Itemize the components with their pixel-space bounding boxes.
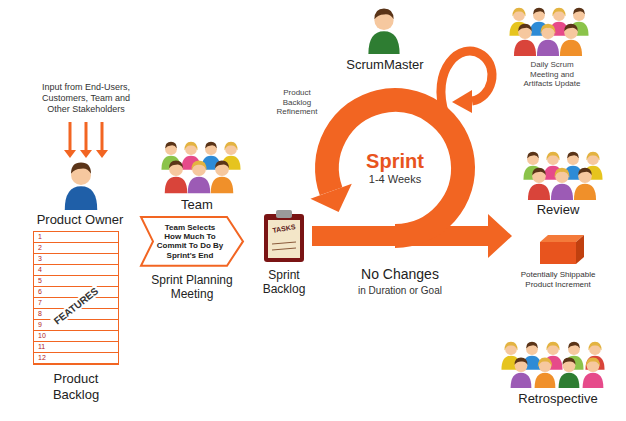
- node-caption: Potentially Shippable Product Increment: [520, 270, 596, 289]
- clip-shape: TASKS: [256, 210, 312, 262]
- review-icons: [523, 152, 602, 200]
- rule-label: No Changes: [330, 266, 470, 283]
- retrospective-icons: [501, 342, 604, 388]
- input-arrow-head: [64, 150, 76, 158]
- row-number: 12: [34, 353, 118, 363]
- ring-center: Sprint1-4 Weeks: [315, 88, 475, 248]
- daily-loop-arrowhead: [452, 90, 472, 113]
- product-owner-icon: [65, 163, 98, 211]
- person-icon: [560, 24, 582, 56]
- box-shape: [512, 232, 604, 264]
- person-icon: [559, 358, 580, 388]
- person-icon: [528, 168, 550, 200]
- shape-body: Team Selects How Much To Commit To Do By…: [140, 216, 244, 267]
- person-icon: [551, 168, 573, 200]
- product-increment: Potentially Shippable Product Increment: [512, 232, 604, 289]
- sprint-duration: 1-4 Weeks: [369, 173, 421, 186]
- clipboard-clip: [276, 210, 292, 218]
- row-number: 5: [34, 276, 118, 286]
- backlog-row: 6: [34, 287, 118, 298]
- person-icon: [165, 160, 188, 193]
- event-label: Retrospective: [500, 391, 616, 407]
- clipboard-board: [264, 214, 304, 262]
- heading-block: Sprint Planning Meeting: [140, 273, 244, 302]
- row-number: 3: [34, 254, 118, 264]
- product-backlog-list: 123456789101112FEATURESProduct Backlog: [33, 231, 119, 402]
- backlog-row: 9: [34, 320, 118, 331]
- node-heading: Sprint Backlog: [256, 268, 312, 297]
- input-arrow-shaft: [69, 122, 72, 150]
- row-number: 11: [34, 342, 118, 352]
- features-label: FEATURES: [50, 284, 102, 328]
- backlog-row: 4: [34, 265, 118, 276]
- input-arrow-shaft: [85, 122, 88, 150]
- person-icon: [188, 160, 211, 193]
- chevron-text: Team Selects How Much To Commit To Do By…: [156, 223, 224, 260]
- role-label: Product Owner: [20, 212, 140, 228]
- node-heading: Sprint Planning Meeting: [140, 273, 244, 302]
- person-icon: [583, 358, 604, 388]
- activity-note: Product Backlog Refinement: [272, 88, 322, 117]
- sprint-cycle: Sprint1-4 Weeks: [315, 88, 475, 248]
- heading-block: Potentially Shippable Product Increment: [512, 270, 604, 289]
- sprint-ring: [327, 100, 463, 236]
- backlog-row: 5: [34, 276, 118, 287]
- event-label: Review: [518, 202, 598, 218]
- person-icon: [574, 168, 596, 200]
- planning-chevron: Team Selects How Much To Commit To Do By…: [140, 216, 244, 302]
- row-number: 9: [34, 320, 118, 330]
- role-label: ScrumMaster: [330, 57, 440, 73]
- activity-note: Daily Scrum Meeting and Artifacts Update: [519, 60, 585, 89]
- sprint-title: Sprint: [366, 150, 424, 173]
- daily-scrum-icons: [509, 8, 588, 56]
- increment-box-front: [540, 242, 576, 264]
- row-number: 10: [34, 331, 118, 341]
- person-icon: [537, 24, 559, 56]
- sprint-backlog-clipboard: TASKS Sprint Backlog: [256, 210, 312, 297]
- input-arrow-head: [96, 150, 108, 158]
- person-icon: [535, 358, 556, 388]
- input-note: Input from End-Users, Customers, Team an…: [36, 82, 136, 114]
- heading-block: Sprint Backlog: [256, 268, 312, 297]
- daily-loop-arrow: [441, 51, 492, 115]
- row-number: 6: [34, 287, 118, 297]
- clipboard-paper: [268, 220, 300, 258]
- clip-outline: [256, 210, 312, 262]
- backlog-row: 3: [34, 254, 118, 265]
- person-icon: [514, 24, 536, 56]
- chevron-outline-shape: [141, 217, 243, 266]
- team-icons: [161, 142, 240, 194]
- chevron-shape: Team Selects How Much To Commit To Do By…: [140, 216, 244, 267]
- person-icon: [211, 160, 234, 193]
- row-number: 4: [34, 265, 118, 275]
- role-label: Team: [167, 197, 227, 213]
- row-number: 1: [34, 232, 118, 242]
- backlog-row: 2: [34, 243, 118, 254]
- backlog-row: 10: [34, 331, 118, 342]
- backlog-row: 12: [34, 353, 118, 364]
- list-shape: 123456789101112FEATURES: [33, 231, 119, 365]
- clipboard-scribble: [272, 242, 296, 244]
- input-arrow-head: [80, 150, 92, 158]
- input-arrow-shaft: [101, 122, 104, 150]
- box-outline: [512, 232, 604, 264]
- input-arrows: [64, 122, 108, 158]
- ring-shape: Sprint1-4 Weeks: [315, 88, 475, 248]
- clipboard-scribble: [272, 248, 296, 250]
- rule-note: in Duration or Goal: [330, 285, 470, 297]
- heading-block: Product Backlog: [33, 371, 119, 402]
- person-icon: [511, 358, 532, 388]
- increment-box-side: [576, 235, 584, 264]
- sprint-ring-arrowhead: [310, 184, 351, 212]
- backlog-row: 11: [34, 342, 118, 353]
- node-heading: Product Backlog: [33, 371, 119, 402]
- backlog-row: 1: [34, 232, 118, 243]
- row-number: 2: [34, 243, 118, 253]
- scrum-master-icon: [368, 8, 399, 54]
